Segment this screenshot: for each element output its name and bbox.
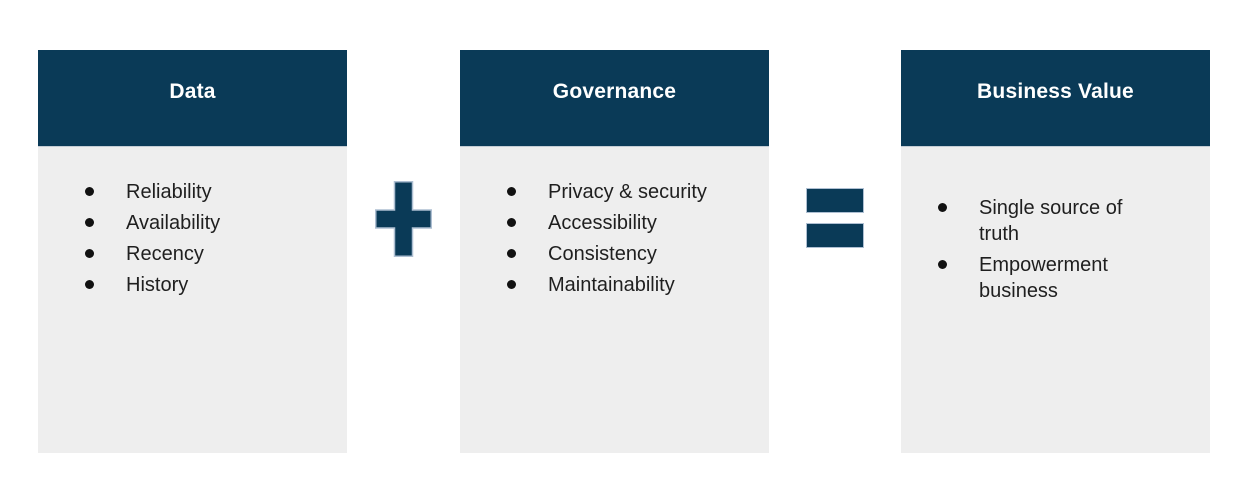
column-governance-title: Governance	[552, 80, 677, 103]
column-data: Data Reliability Availability Recency Hi…	[38, 50, 347, 453]
equals-bar-top	[806, 188, 864, 213]
bullet-list-data: Reliability Availability Recency History	[38, 147, 347, 298]
list-item: Single source of truth	[929, 195, 1165, 247]
list-item: Privacy & security	[498, 179, 749, 205]
equals-icon	[806, 188, 864, 248]
column-data-body: Reliability Availability Recency History	[38, 147, 347, 453]
column-data-title: Data	[169, 80, 216, 103]
column-business-value: Business Value Single source of truth Em…	[901, 50, 1210, 453]
column-governance-body: Privacy & security Accessibility Consist…	[460, 147, 769, 453]
list-item: Recency	[76, 241, 327, 267]
bullet-list-business-value: Single source of truth Empowerment busin…	[901, 147, 1210, 304]
list-item: Maintainability	[498, 272, 749, 298]
bullet-list-governance: Privacy & security Accessibility Consist…	[460, 147, 769, 298]
column-business-value-title: Business Value	[977, 80, 1134, 103]
column-governance: Governance Privacy & security Accessibil…	[460, 50, 769, 453]
column-business-value-body: Single source of truth Empowerment busin…	[901, 147, 1210, 453]
column-business-value-header: Business Value	[901, 50, 1210, 147]
list-item: Consistency	[498, 241, 749, 267]
column-data-header: Data	[38, 50, 347, 147]
equals-bar-bottom	[806, 223, 864, 248]
column-governance-header: Governance	[460, 50, 769, 147]
plus-icon	[375, 181, 432, 257]
list-item: Accessibility	[498, 210, 749, 236]
list-item: History	[76, 272, 327, 298]
list-item: Availability	[76, 210, 327, 236]
list-item: Empowerment business	[929, 252, 1165, 304]
list-item: Reliability	[76, 179, 327, 205]
